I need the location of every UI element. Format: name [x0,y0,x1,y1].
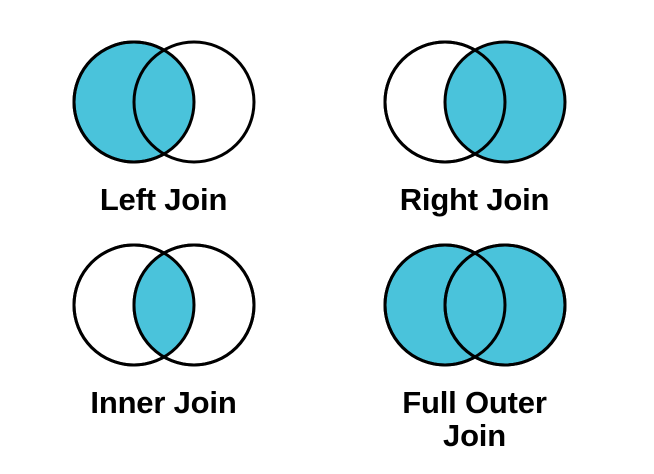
panel-inner-join: Inner Join [0,233,327,419]
venn-circle-left-outline [72,243,195,367]
venn-diagram-right-join [370,30,580,175]
venn-intersection [133,245,194,365]
panel-label-inner-join: Inner Join [90,385,237,420]
venn-diagram-left-join [59,30,269,175]
venn-circle-left-outline [383,40,506,164]
venn-circle-left-outline [72,40,195,164]
venn-intersection [133,42,194,162]
venn-intersection [444,42,505,162]
venn-circle-right-outline [443,243,566,367]
panel-label-right-join: Right Join [399,182,550,217]
venn-circle-left-outline [383,243,506,367]
panel-left-join: Left Join [0,30,327,216]
venn-circle-right-outline [443,40,566,164]
venn-diagram-full-outer-join [370,233,580,378]
panel-full-outer-join: Full Outer Join [311,233,638,453]
venn-circle-right-outline [132,243,255,367]
venn-diagram-inner-join [59,233,269,378]
panel-right-join: Right Join [311,30,638,216]
panel-label-left-join: Left Join [99,182,228,217]
venn-circle-right-outline [132,40,255,164]
panel-label-full-outer-join: Full Outer Join [402,385,547,454]
